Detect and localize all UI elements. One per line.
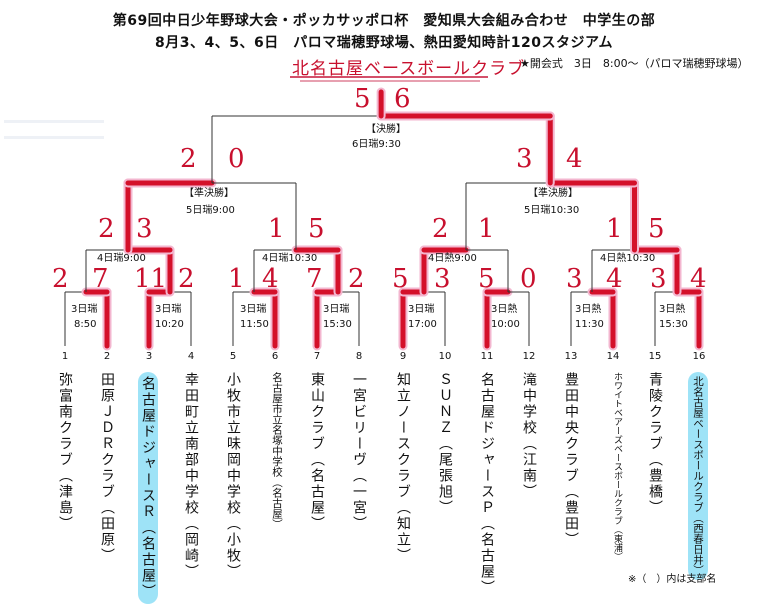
r1-m5-venue: 3日瑞 [408, 304, 435, 315]
qf3-time: 4日熱9:00 [428, 253, 477, 264]
qf4-score-right: 5 [648, 214, 665, 244]
r1-m2-venue: 3日瑞 [155, 304, 182, 315]
r1-m2-score-left: 11 [134, 264, 168, 294]
r1-m1-score-left: 2 [52, 264, 69, 294]
team-12-number: 12 [522, 351, 536, 362]
r1-m5-score-right: 3 [434, 264, 451, 294]
team-13-name: 豊田中央クラブ（豊田） [563, 372, 579, 548]
semi1-time: 5日瑞9:00 [186, 205, 235, 216]
r1-m6-score-left: 5 [478, 264, 495, 294]
champion-underline [290, 76, 488, 78]
team-6-number: 6 [271, 351, 279, 362]
qf1-time: 4日瑞9:00 [97, 253, 146, 264]
faint-mark [4, 120, 104, 123]
r1-m5-time: 17:00 [408, 319, 437, 330]
team-7-name: 東山クラブ（名古屋） [309, 372, 325, 532]
champion-underline-2 [300, 80, 480, 82]
semi2-label: 【準決勝】 [528, 188, 578, 199]
qf2-score-left: 1 [268, 214, 285, 244]
r1-m4-venue: 3日瑞 [323, 304, 350, 315]
final-time: 6日瑞9:30 [352, 139, 401, 150]
team-2-number: 2 [103, 351, 111, 362]
team-9-name: 知立ノースクラブ（知立） [395, 372, 411, 564]
r1-m1-venue: 3日瑞 [71, 304, 98, 315]
team-15-number: 15 [648, 351, 662, 362]
r1-m5-score-left: 5 [392, 264, 409, 294]
qf3-score-right: 1 [478, 214, 495, 244]
r1-m1-score-right: 7 [92, 264, 109, 294]
qf1-score-left: 2 [98, 214, 115, 244]
team-1-number: 1 [61, 351, 69, 362]
r1-m3-score-right: 4 [262, 264, 279, 294]
team-14-name: ホワイトベアーズベースボールクラブ（東浦） [612, 372, 622, 561]
team-3-number: 3 [145, 351, 153, 362]
r1-m4-score-right: 2 [348, 264, 365, 294]
footnote: ※（ ）内は支部名 [628, 574, 717, 585]
team-1-name: 弥富南クラブ（津島） [57, 372, 73, 532]
final-label: 【決勝】 [366, 124, 406, 135]
team-8-number: 8 [355, 351, 363, 362]
team-7-number: 7 [313, 351, 321, 362]
r1-m2-score-right: 2 [178, 264, 195, 294]
faint-mark [4, 136, 104, 139]
team-16-name: 北名古屋ベースボールクラブ（西春日井） [688, 372, 708, 580]
semi1-score-right: 0 [228, 144, 245, 174]
r1-m2-time: 10:20 [155, 319, 184, 330]
r1-m1-time: 8:50 [74, 319, 97, 330]
qf2-score-right: 5 [308, 214, 325, 244]
r1-m7-score-right: 4 [606, 264, 623, 294]
r1-m4-score-left: 7 [306, 264, 323, 294]
team-6-name: 名古屋市立名塚中学校（名古屋） [271, 372, 283, 530]
team-10-name: ＳＵＮＺ（尾張旭） [437, 372, 453, 516]
opening-ceremony-notice: ★開会式 3日 8:00～（パロマ瑞穂野球場） [520, 57, 749, 70]
qf2-time: 4日瑞10:30 [262, 253, 318, 264]
team-13-number: 13 [564, 351, 578, 362]
tournament-title: 第69回中日少年野球大会・ポッカサッポロ杯 愛知県大会組み合わせ 中学生の部 [112, 13, 656, 29]
final-score-left: 5 [354, 84, 371, 114]
qf3-score-left: 2 [432, 214, 449, 244]
r1-m6-time: 10:00 [491, 319, 520, 330]
r1-m7-time: 11:30 [575, 319, 604, 330]
tournament-dates: 8月3、4、5、6日 パロマ瑞穂野球場、熱田愛知時計120スタジアム [155, 35, 613, 51]
qf4-score-left: 1 [606, 214, 623, 244]
team-12-name: 滝中学校（江南） [521, 372, 537, 500]
champion-handwritten: 北名古屋ベースボールクラブ [292, 59, 526, 79]
r1-m4-time: 15:30 [323, 319, 352, 330]
semi1-label: 【準決勝】 [184, 188, 234, 199]
semi2-time: 5日瑞10:30 [524, 205, 580, 216]
team-4-number: 4 [187, 351, 195, 362]
r1-m3-score-left: 1 [228, 264, 245, 294]
qf1-score-right: 3 [136, 214, 153, 244]
r1-m6-venue: 3日熱 [491, 304, 518, 315]
r1-m7-venue: 3日熱 [575, 304, 602, 315]
r1-m8-score-left: 3 [650, 264, 667, 294]
team-16-number: 16 [692, 351, 706, 362]
semi2-score-left: 3 [516, 144, 533, 174]
r1-m3-venue: 3日瑞 [240, 304, 267, 315]
semi2-score-right: 4 [566, 144, 583, 174]
r1-m6-score-right: 0 [520, 264, 537, 294]
r1-m7-score-left: 3 [566, 264, 583, 294]
r1-m3-time: 11:50 [240, 319, 269, 330]
team-5-number: 5 [229, 351, 237, 362]
team-4-name: 幸田町立南部中学校（岡崎） [183, 372, 199, 580]
team-15-name: 青陵クラブ（豊橋） [647, 372, 663, 516]
semi1-score-left: 2 [180, 144, 197, 174]
team-2-name: 田原ＪＤＲクラブ（田原） [99, 372, 115, 564]
r1-m8-venue: 3日熱 [659, 304, 686, 315]
final-score-right: 6 [394, 84, 411, 114]
qf4-time: 4日熱10:30 [600, 253, 656, 264]
team-11-number: 11 [480, 351, 494, 362]
team-8-name: 一宮ビリーヴ（一宮） [351, 372, 367, 532]
team-11-name: 名古屋ドジャースＰ（名古屋） [479, 372, 495, 596]
team-14-number: 14 [606, 351, 620, 362]
team-3-name: 名古屋ドジャースＲ（名古屋） [138, 372, 158, 604]
team-9-number: 9 [399, 351, 407, 362]
r1-m8-time: 15:30 [659, 319, 688, 330]
team-5-name: 小牧市立味岡中学校（小牧） [225, 372, 241, 580]
team-10-number: 10 [438, 351, 452, 362]
r1-m8-score-right: 4 [690, 264, 707, 294]
